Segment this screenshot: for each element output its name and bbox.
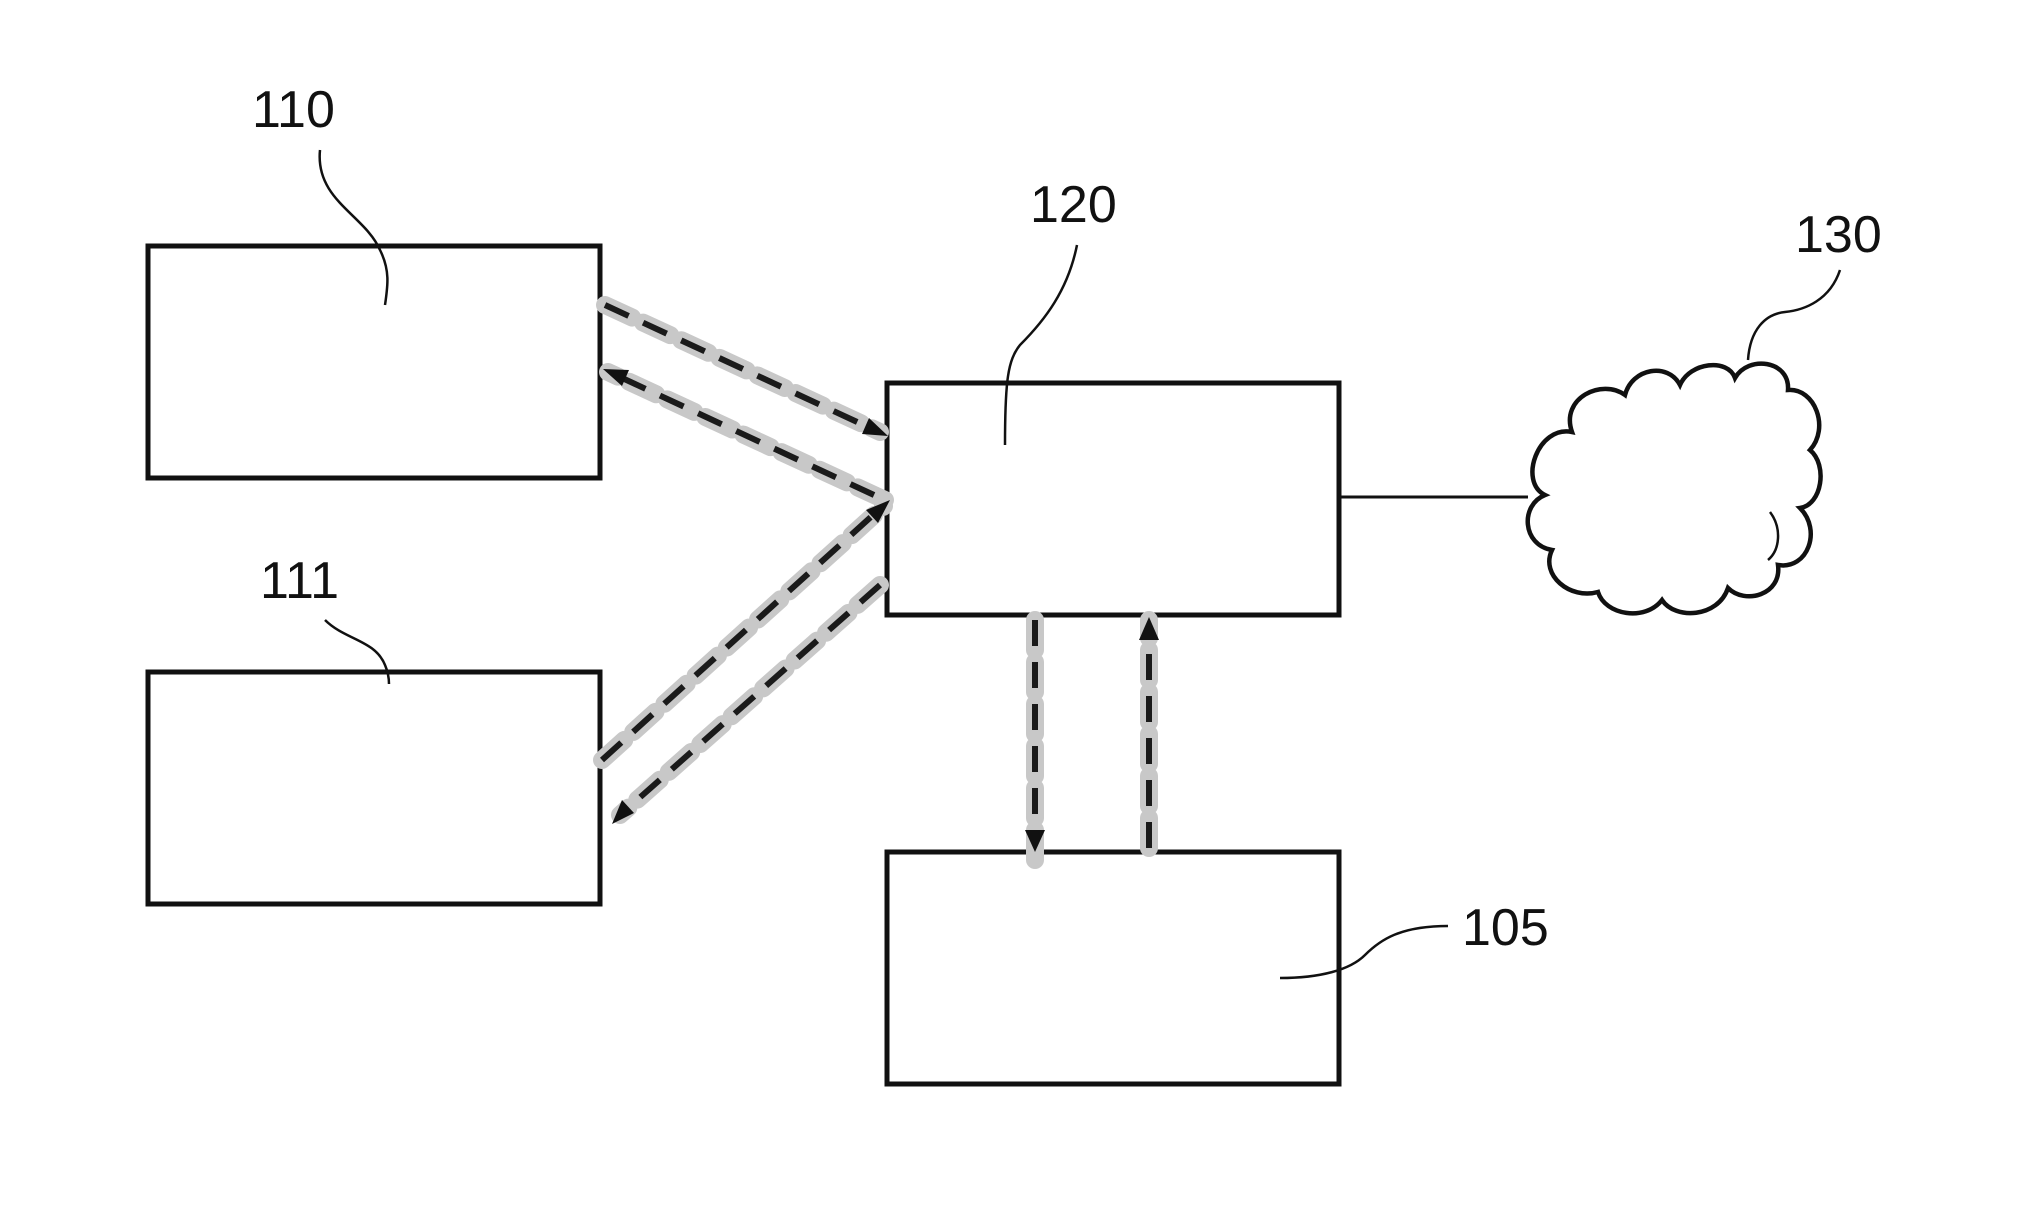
link-105-to-120 <box>1139 617 1159 848</box>
block-110 <box>148 246 600 478</box>
link-120-to-110 <box>603 369 885 500</box>
ref-label-130: 130 <box>1795 206 1882 264</box>
block-105 <box>887 852 1339 1084</box>
ref-label-111: 111 <box>260 552 339 610</box>
link-120-to-105 <box>1025 620 1045 862</box>
block-111 <box>148 672 600 904</box>
link-110-to-120 <box>605 305 888 436</box>
block-120 <box>887 383 1339 615</box>
link-111-to-120 <box>602 500 890 760</box>
ref-label-110: 110 <box>252 81 335 139</box>
leader-130 <box>1748 270 1840 360</box>
network-cloud-130 <box>1528 364 1821 614</box>
ref-label-105: 105 <box>1462 899 1549 957</box>
ref-label-120: 120 <box>1030 176 1117 234</box>
